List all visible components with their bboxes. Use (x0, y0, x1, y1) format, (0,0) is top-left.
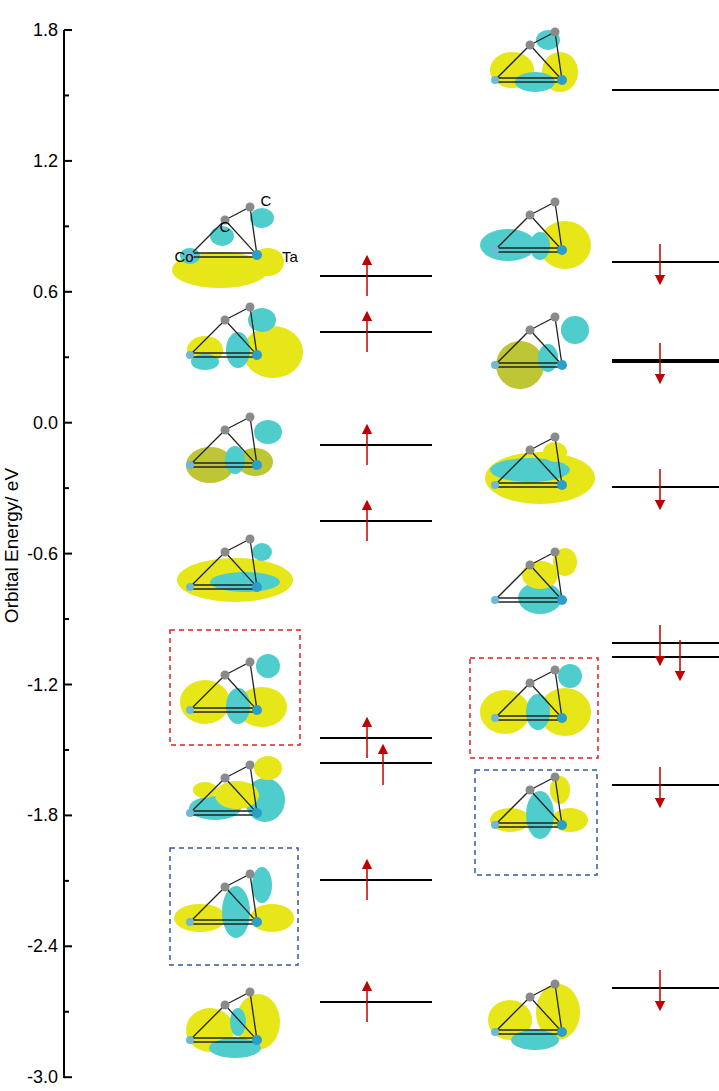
y-axis (64, 30, 72, 1078)
atom-label: C (220, 219, 231, 234)
tick-label: -1.2 (27, 676, 58, 694)
axis-tick (64, 684, 72, 686)
axis-tick (64, 29, 72, 31)
spin-arrow (367, 244, 680, 1022)
orbital-isosurfaces (172, 208, 303, 1058)
axis-tick (64, 1011, 69, 1013)
axis-tick (64, 945, 72, 947)
axis-tick (64, 356, 69, 358)
axis-tick (64, 94, 69, 96)
molecule-skeleton (186, 203, 262, 1046)
axis-tick (64, 160, 72, 162)
axis-tick (64, 749, 69, 751)
molecule-skeleton (491, 28, 567, 1038)
axis-tick (64, 618, 69, 620)
axis-tick (64, 225, 69, 227)
axis-title: Orbital Energy/ eV (3, 467, 22, 622)
tick-label: -3.0 (27, 1068, 58, 1086)
tick-label: 1.8 (33, 21, 58, 39)
atom-label: Ta (282, 249, 298, 264)
tick-label: 0.6 (33, 283, 58, 301)
tick-label: 0.0 (33, 414, 58, 432)
axis-tick (64, 422, 72, 424)
axis-tick (64, 291, 72, 293)
tick-label: -0.6 (27, 545, 58, 563)
orbital-isosurfaces (480, 30, 595, 1050)
axis-tick (64, 487, 69, 489)
atom-label: Co (174, 249, 193, 264)
tick-label: -1.8 (27, 806, 58, 824)
axis-tick (64, 814, 72, 816)
axis-tick (64, 880, 69, 882)
highlight-box (170, 630, 598, 965)
atom-label: C (261, 193, 272, 208)
energy-level (320, 90, 719, 1002)
tick-label: -2.4 (27, 937, 58, 955)
tick-label: 1.2 (33, 152, 58, 170)
axis-tick (64, 553, 72, 555)
axis-tick (64, 1076, 72, 1078)
